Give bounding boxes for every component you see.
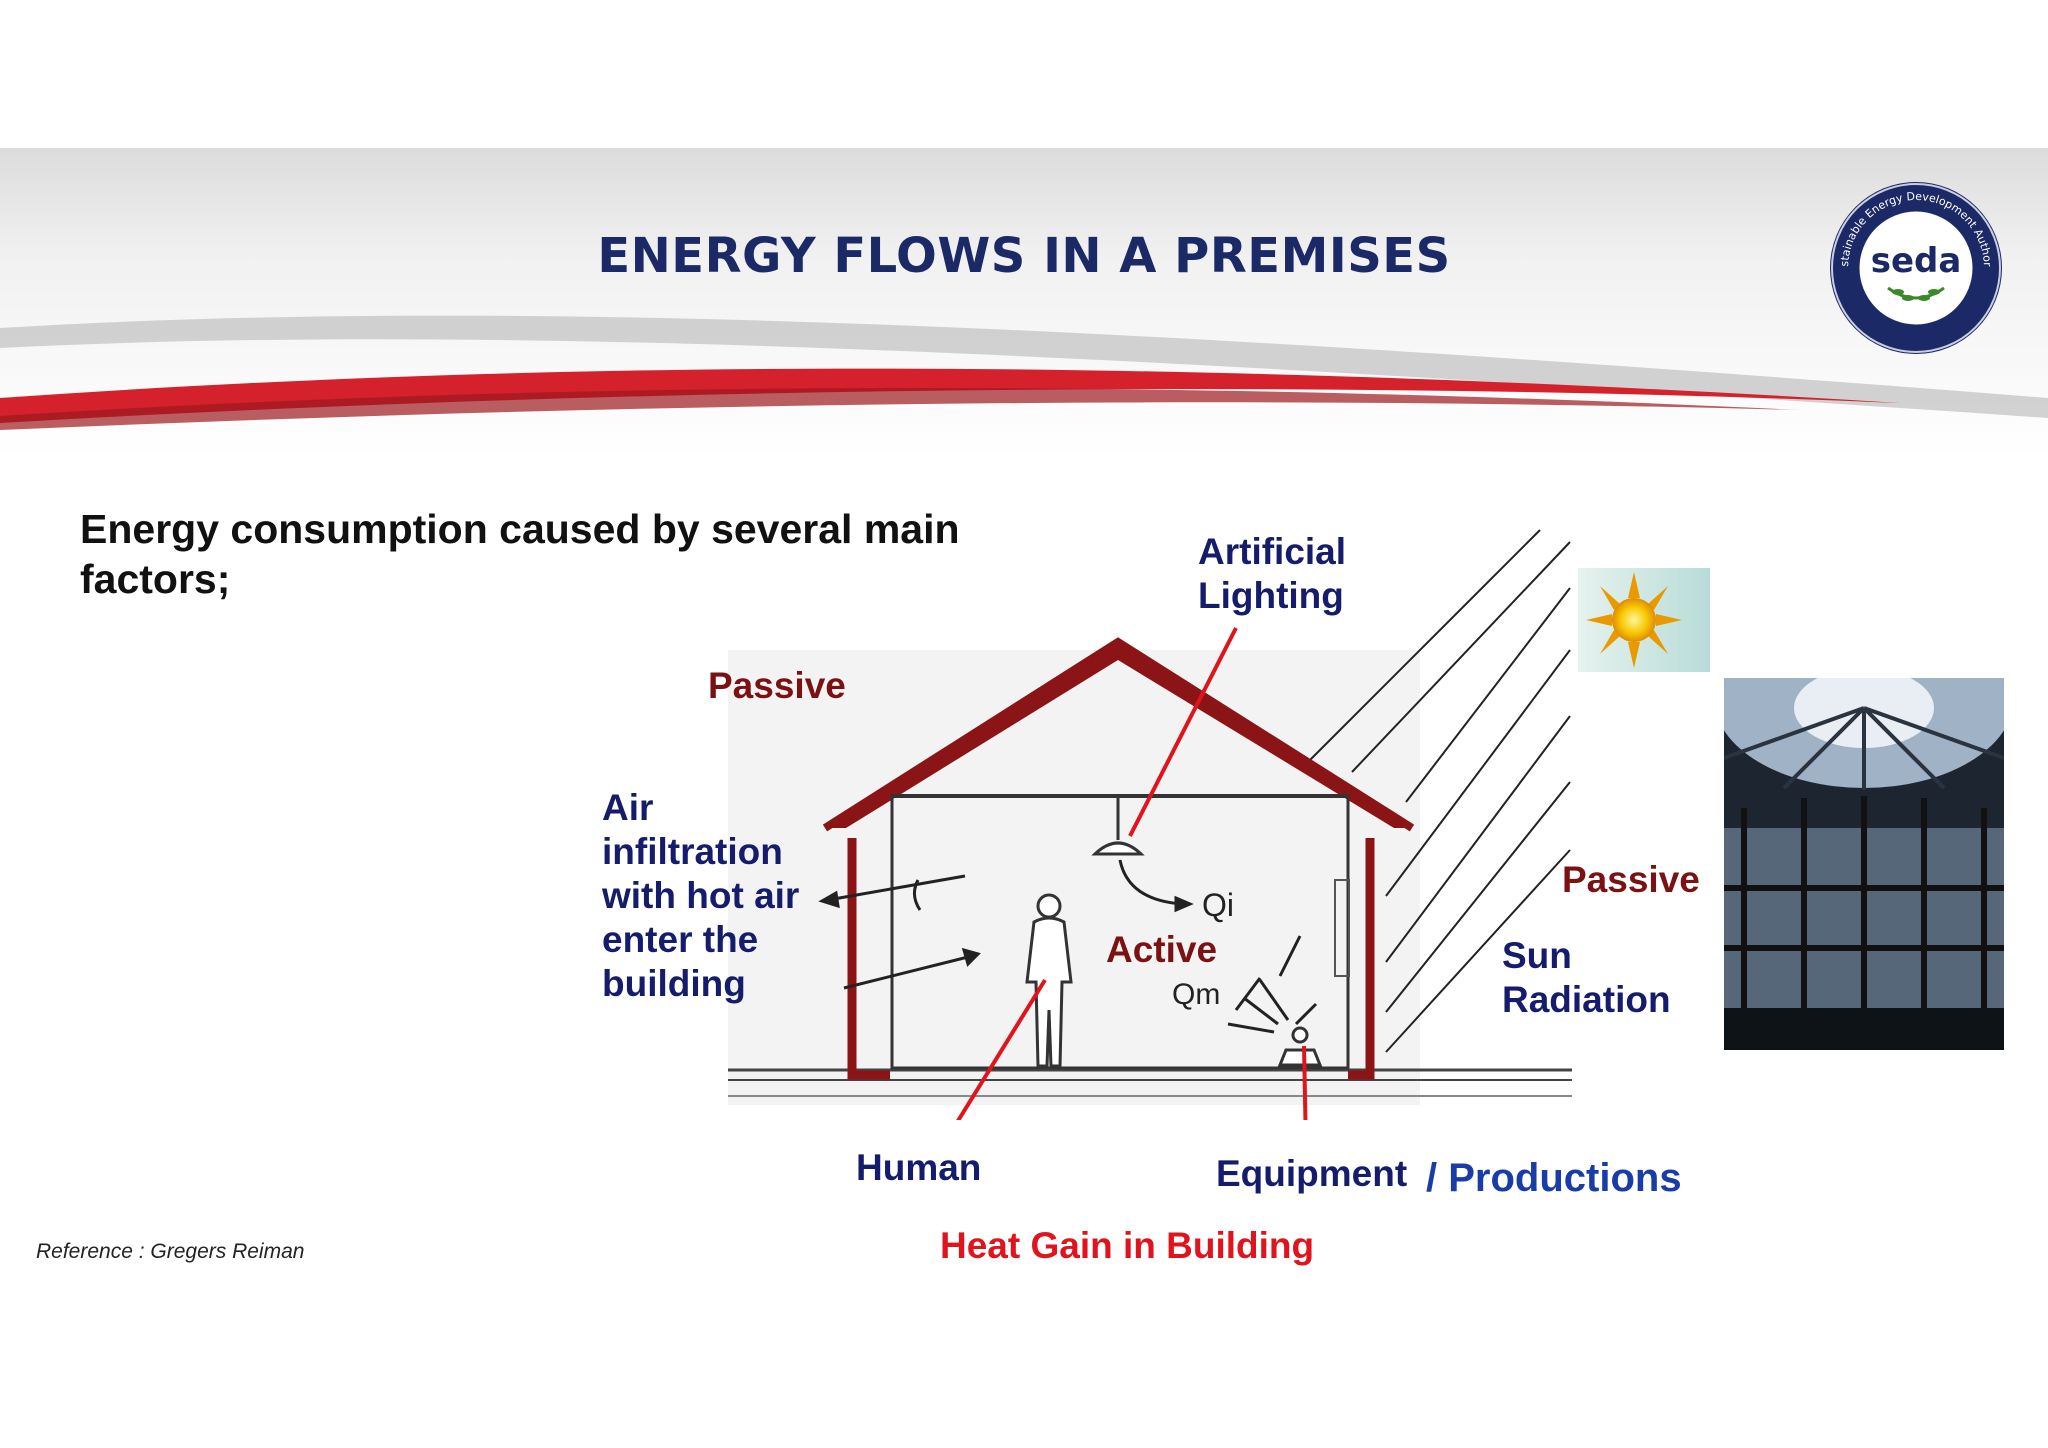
sun-icon <box>1578 568 1710 672</box>
label-air-2: infiltration <box>602 831 783 872</box>
building-energy-diagram: Qi Qm <box>728 529 1572 1120</box>
label-passive-right: Passive <box>1562 859 1700 900</box>
header-swoosh <box>0 315 2048 430</box>
diagram-background <box>728 650 1420 1105</box>
sun-rays-icon <box>1307 529 1571 1053</box>
qm-label: Qm <box>1172 978 1220 1011</box>
label-human: Human <box>856 1147 982 1188</box>
logo-brand-text: seda <box>1871 241 1962 281</box>
page-title: ENERGY FLOWS IN A PREMISES <box>597 228 1451 284</box>
person-icon <box>1025 893 1073 1068</box>
label-passive-roof: Passive <box>708 665 846 706</box>
air-arrows <box>818 874 981 990</box>
label-sun-1: Sun <box>1502 935 1572 976</box>
intro-text: Energy consumption caused by several mai… <box>80 506 960 602</box>
heat-arrows <box>1118 859 1318 1034</box>
label-sun-2: Radiation <box>1502 979 1671 1020</box>
diagram-caption: Heat Gain in Building <box>940 1225 1315 1266</box>
reference-note: Reference : Gregers Reiman <box>36 1240 305 1263</box>
pointer-lines <box>956 627 1308 1120</box>
label-productions: / Productions <box>1426 1156 1682 1200</box>
ground-icon <box>728 1068 1572 1097</box>
label-equipment: Equipment <box>1216 1153 1408 1194</box>
label-air-4: enter the <box>602 919 759 960</box>
label-artificial-lighting-1: Artificial <box>1198 531 1347 572</box>
label-artificial-lighting-2: Lighting <box>1198 575 1344 616</box>
seda-logo: seda Sustainable Energy Development Auth… <box>1828 180 2002 354</box>
label-air-5: building <box>602 963 746 1004</box>
qi-label: Qi <box>1202 887 1234 923</box>
house-icon <box>822 637 1415 1080</box>
label-air-1: Air <box>602 787 654 828</box>
glass-dome-photo <box>1724 678 2004 1050</box>
label-air-3: with hot air <box>602 875 800 916</box>
label-active: Active <box>1106 929 1218 970</box>
lamp-icon <box>1091 796 1145 856</box>
laurel-icon <box>1887 286 1945 301</box>
